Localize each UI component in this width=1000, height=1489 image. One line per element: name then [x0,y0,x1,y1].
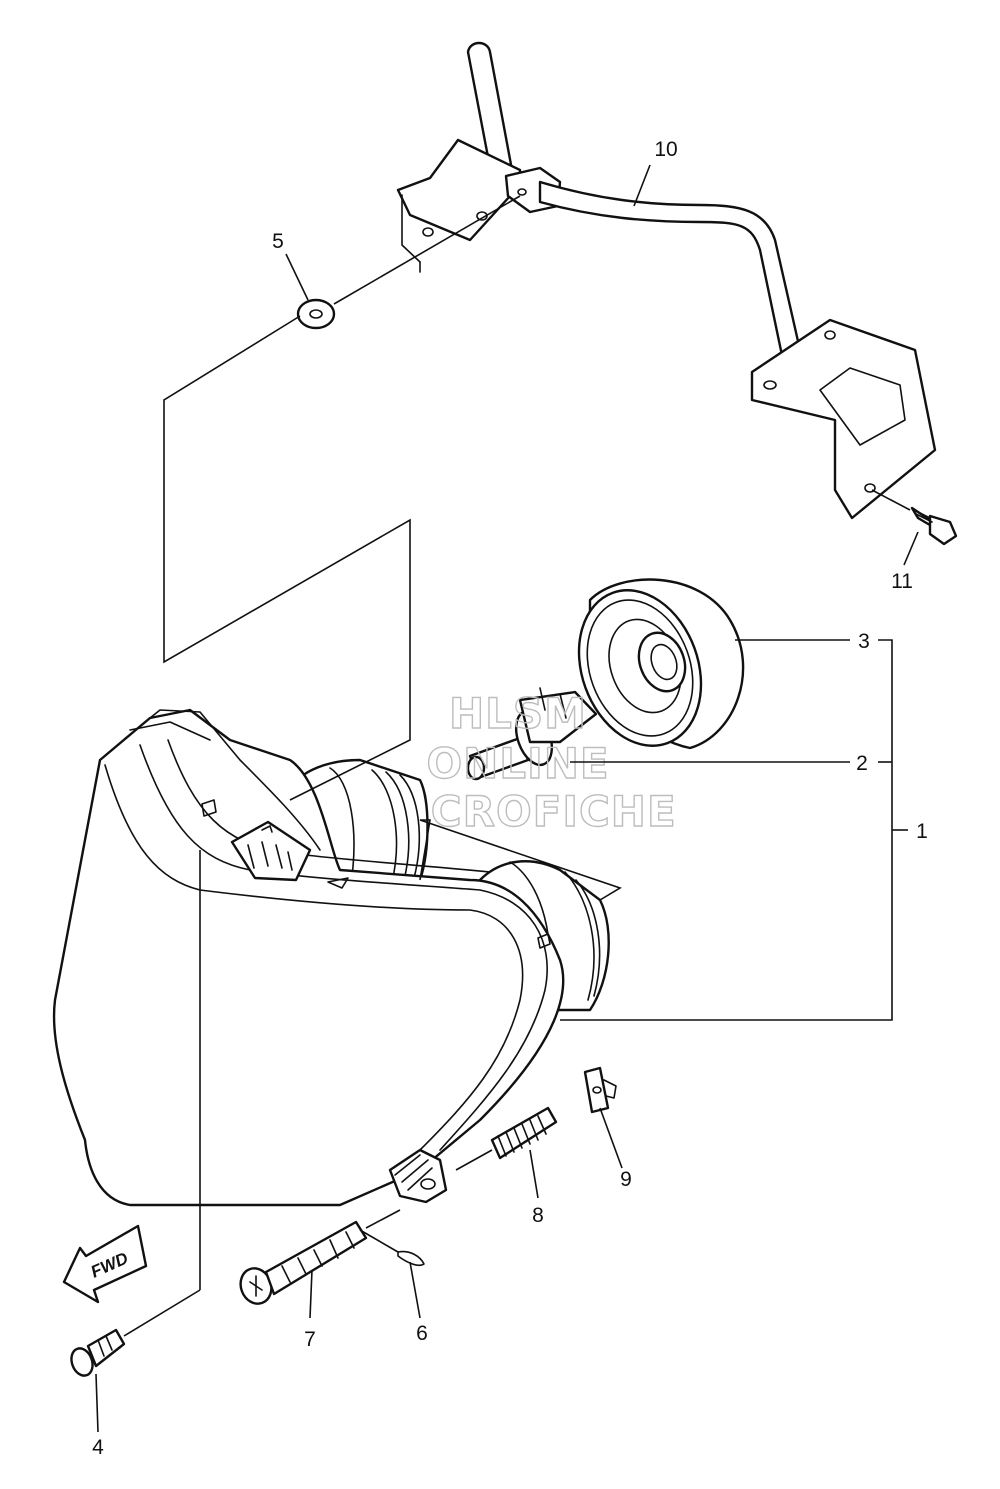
assembly-leader-frame [163,315,622,1290]
callout-10: 10 [654,138,677,161]
callout-3: 3 [858,630,870,653]
callout-leaders [95,164,919,1433]
bolt-part-11 [871,489,958,546]
watermark-line-2: ONLINE [426,739,609,788]
screw-part-4 [70,1289,201,1377]
callout-9: 9 [620,1168,632,1191]
callout-2: 2 [856,752,868,775]
callout-numbers: 1 2 3 4 5 6 7 8 9 10 11 [92,138,928,1459]
callout-11: 11 [891,570,913,593]
screw-part-7 [239,1209,401,1305]
spring-part-8 [455,1106,558,1171]
watermark-line-1: HLSM [449,689,587,738]
fwd-direction-arrow: FWD [62,1224,148,1304]
headlight-assembly-housing [52,708,610,1207]
headlight-stay-bracket [396,41,937,520]
clip-nut-part-9 [583,1066,617,1114]
callout-7: 7 [304,1328,316,1351]
callout-4: 4 [92,1436,104,1459]
callout-8: 8 [532,1204,544,1227]
bulb-part-2 [466,687,598,781]
socket-part-3 [577,578,745,750]
clip-part-6 [359,1229,425,1267]
grommet-part-5 [296,195,521,330]
callout-5: 5 [272,230,284,253]
callout-6: 6 [416,1322,428,1345]
callout-1: 1 [916,820,928,843]
